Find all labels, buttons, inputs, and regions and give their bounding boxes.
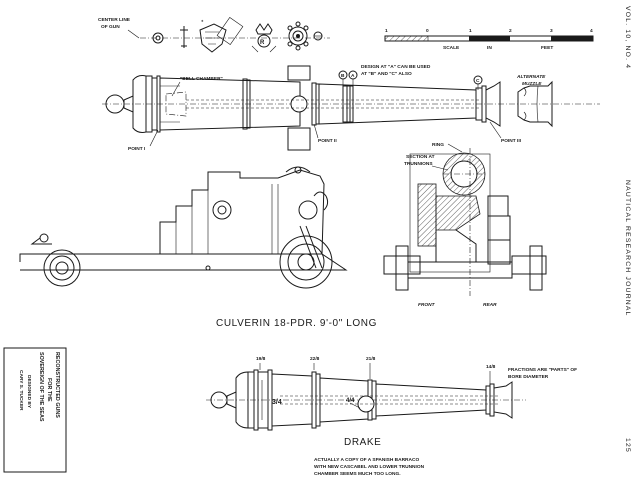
point-2-label: POINT II bbox=[318, 138, 337, 144]
alternate-muzzle-detail: ALTERNATE MUZZLE bbox=[516, 74, 553, 128]
carriage-side-view bbox=[19, 166, 348, 289]
trunnions-label: TRUNNIONS bbox=[404, 161, 433, 167]
center-line-label-1: CENTER LINE bbox=[98, 17, 131, 23]
cascabel-end-emblem bbox=[287, 21, 323, 51]
scale-unit-feet: FEET bbox=[541, 45, 553, 51]
alternate-muzzle-label-1: ALTERNATE bbox=[516, 74, 546, 80]
scale-tick-0: 0 bbox=[426, 28, 429, 34]
drake-barrel: 3/4 4/4 bbox=[206, 369, 526, 431]
drake-note: ACTUALLY A COPY OF A SPANISH BARRACO WIT… bbox=[314, 457, 425, 477]
page-number: 125 bbox=[624, 438, 631, 453]
center-line-callout: CENTER LINE OF GUN bbox=[98, 17, 330, 39]
rear-label: REAR bbox=[483, 302, 497, 308]
fraction-3: 21/8 bbox=[366, 356, 376, 362]
bell-chamber-label: "BELL CHAMBER" bbox=[180, 76, 223, 82]
drake-fraction-labels: 19/8 22/8 21/8 14/8 FRACTIONS ARE "PARTS… bbox=[256, 356, 577, 384]
drake-note-line-3: CHAMBER SEEMS MUCH TOO LONG. bbox=[314, 471, 401, 477]
drake-trunnion-fraction: 4/4 bbox=[346, 398, 355, 404]
caption-line-4: DESIGNED BY bbox=[26, 375, 32, 409]
fraction-note-2: BORE DIAMETER bbox=[508, 374, 549, 380]
scale-tick-4: 4 bbox=[590, 28, 593, 34]
marker-c: C bbox=[476, 78, 480, 84]
caption-line-5: CARY S. TUCKER bbox=[18, 370, 24, 411]
scale-tick-3: 3 bbox=[550, 28, 553, 34]
plate-caption-box: RECONSTRUCTED GUNS FOR THE SOVEREIGN OF … bbox=[3, 347, 67, 473]
front-label: FRONT bbox=[418, 302, 436, 308]
scale-tick-m1: 1 bbox=[385, 28, 388, 34]
scale-bar: 1 0 1 2 3 4 SCALE IN FEET bbox=[384, 28, 594, 51]
fraction-note-1: FRACTIONS ARE "PARTS" OF bbox=[508, 367, 577, 373]
scale-tick-2: 2 bbox=[509, 28, 512, 34]
marker-b: B bbox=[341, 73, 345, 79]
journal-header: VOL. 10, NO. 4 NAUTICAL RESEARCH JOURNAL… bbox=[624, 6, 631, 453]
scale-tick-1: 1 bbox=[469, 28, 472, 34]
culverin-callouts: "BELL CHAMBER" DESIGN AT "A" CAN BE USED… bbox=[128, 64, 522, 152]
drake-note-line-2: WITH NEW CASCABEL AND LOWER TRUNNION bbox=[314, 464, 425, 470]
design-note-line-2: AT "B" AND "C" ALSO bbox=[361, 71, 412, 77]
caption-line-3: SOVEREIGN OF THE SEAS bbox=[38, 352, 44, 422]
cypher-cr: R bbox=[260, 40, 265, 46]
journal-name: NAUTICAL RESEARCH JOURNAL bbox=[624, 180, 631, 317]
rose-crown-emblem: R bbox=[251, 23, 277, 53]
motto-ribbon: ✶ bbox=[201, 19, 204, 23]
caption-line-2: FOR THE bbox=[46, 378, 52, 402]
scale-unit-in: IN bbox=[487, 45, 492, 51]
point-1-label: POINT I bbox=[128, 146, 146, 152]
marker-a: A bbox=[351, 73, 355, 79]
drake-title: DRAKE bbox=[344, 437, 381, 448]
muzzle-end-emblem bbox=[152, 26, 188, 48]
design-note-line-1: DESIGN AT "A" CAN BE USED bbox=[361, 64, 431, 70]
alternate-muzzle-label-2: MUZZLE bbox=[522, 81, 542, 87]
drake-note-line-1: ACTUALLY A COPY OF A SPANISH BARRACO bbox=[314, 457, 419, 463]
center-line-label-2: OF GUN bbox=[101, 24, 120, 30]
fraction-1: 19/8 bbox=[256, 356, 266, 362]
culverin-title: CULVERIN 18-PDR. 9'-0" LONG bbox=[216, 318, 377, 329]
fraction-2: 22/8 bbox=[310, 356, 320, 362]
royal-arms-emblem: ✶ bbox=[199, 16, 244, 53]
fraction-4: 14/8 bbox=[486, 364, 496, 370]
drake-bore-fraction: 3/4 bbox=[272, 399, 282, 406]
trunnion-section-view: RING SECTION AT TRUNNIONS FRONT REAR bbox=[383, 142, 547, 308]
ring-label: RING bbox=[432, 142, 444, 148]
caption-line-1: RECONSTRUCTED GUNS bbox=[54, 352, 60, 418]
scale-label: SCALE bbox=[443, 45, 460, 51]
culverin-barrel bbox=[102, 65, 600, 151]
section-at-label: SECTION AT bbox=[406, 154, 435, 160]
journal-volume: VOL. 10, NO. 4 bbox=[624, 6, 631, 69]
point-3-label: POINT III bbox=[501, 138, 522, 144]
